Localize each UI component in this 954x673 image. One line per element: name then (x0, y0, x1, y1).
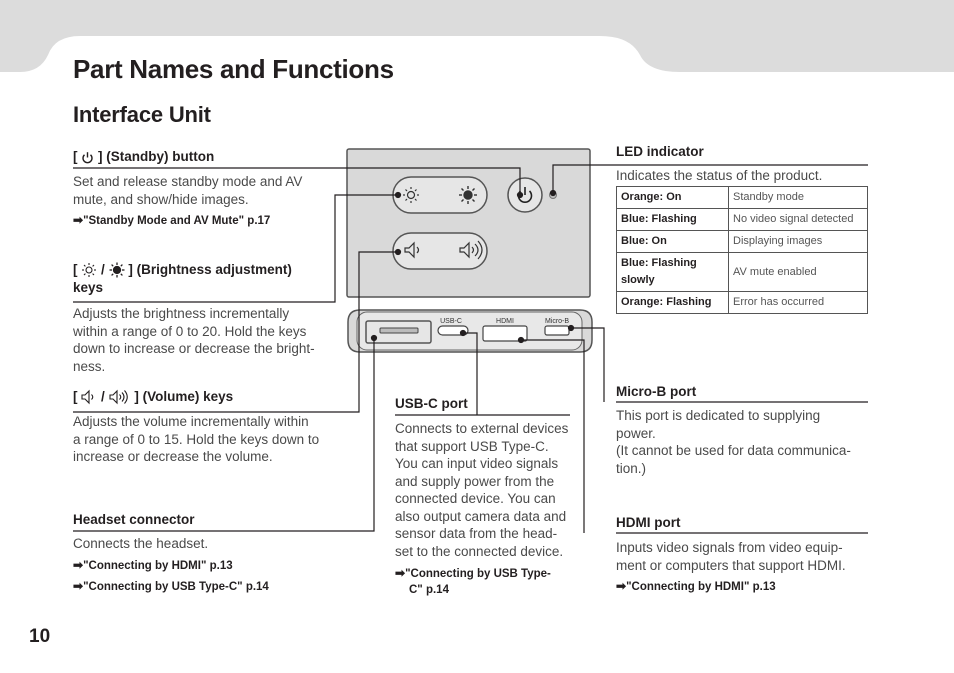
sun-low-icon (403, 187, 419, 203)
header-tab-background (0, 0, 954, 72)
led-description: Indicates the status of the product. (616, 168, 823, 183)
usbc-reference[interactable]: ➡"Connecting by USB Type- C" p.14 (395, 566, 551, 596)
headset-heading: Headset connector (73, 512, 195, 527)
interface-unit-illustration: USB-C HDMI Micro-B (346, 148, 593, 353)
page-title: Part Names and Functions (73, 54, 394, 84)
standby-reference[interactable]: ➡"Standby Mode and AV Mute" p.17 (73, 213, 271, 227)
hdmi-port (482, 325, 528, 342)
port-label-microb: Micro-B (545, 318, 569, 325)
hdmi-description: Inputs video signals from video equip- m… (616, 540, 846, 573)
speaker-high-icon (109, 390, 128, 405)
arrow-right-icon: ➡ (73, 213, 84, 227)
port-label-hdmi: HDMI (496, 318, 514, 325)
arrow-right-icon: ➡ (395, 566, 406, 580)
speaker-low-icon (404, 241, 420, 259)
arrow-right-icon: ➡ (73, 579, 84, 593)
arrow-right-icon: ➡ (73, 558, 84, 572)
headset-reference-hdmi[interactable]: ➡"Connecting by HDMI" p.13 (73, 558, 233, 572)
microb-heading: Micro-B port (616, 384, 697, 399)
hdmi-reference[interactable]: ➡"Connecting by HDMI" p.13 (616, 579, 776, 593)
headset-reference-usbc[interactable]: ➡"Connecting by USB Type-C" p.14 (73, 579, 269, 593)
speaker-low-icon (81, 390, 94, 405)
volume-key (392, 232, 488, 270)
usbc-heading: USB-C port (395, 396, 468, 411)
led-heading: LED indicator (616, 144, 704, 159)
power-icon (82, 152, 93, 164)
speaker-high-icon (459, 240, 483, 260)
brightness-description: Adjusts the brightness incrementally wit… (73, 306, 315, 374)
arrow-right-icon: ➡ (616, 579, 627, 593)
page-number: 10 (29, 626, 51, 647)
microb-port (544, 325, 570, 336)
hdmi-heading: HDMI port (616, 515, 681, 530)
standby-heading: [ ] (Standby) button (73, 149, 215, 164)
brightness-heading: [ / ] (Brightness adjustment) keys (73, 262, 292, 295)
sun-high-icon (459, 186, 477, 204)
volume-description: Adjusts the volume incrementally within … (73, 414, 320, 464)
section-title: Interface Unit (73, 102, 211, 127)
sun-low-icon (82, 263, 97, 278)
headset-description: Connects the headset. (73, 536, 209, 551)
usbc-description: Connects to external devices that suppor… (395, 421, 569, 559)
microb-description: This port is dedicated to supplying powe… (616, 408, 851, 476)
volume-heading: [ / ] (Volume) keys (73, 389, 234, 405)
port-label-usbc: USB-C (440, 318, 462, 325)
sun-high-icon (109, 262, 125, 278)
standby-description: Set and release standby mode and AV mute… (73, 174, 303, 207)
